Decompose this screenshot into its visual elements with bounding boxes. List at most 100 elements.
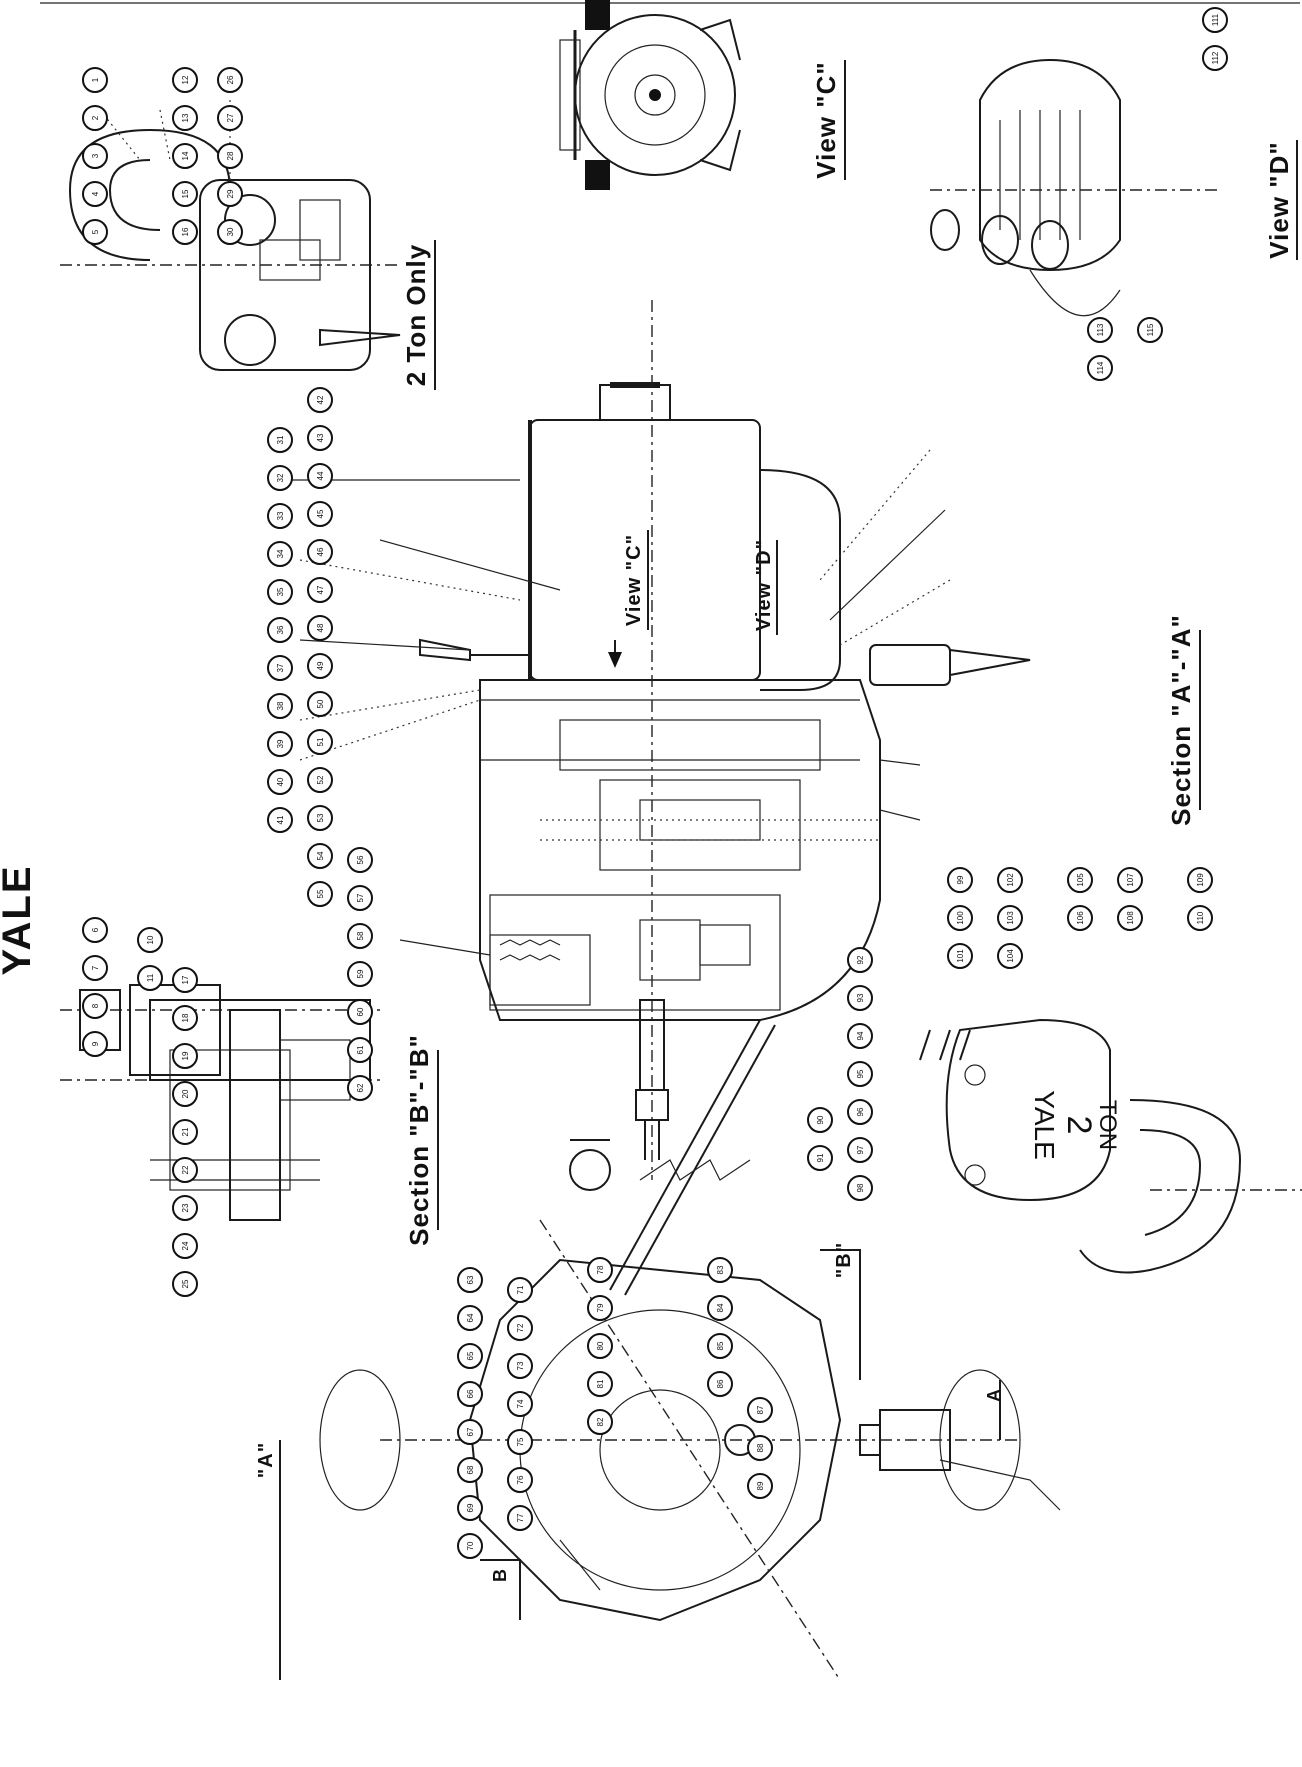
part-callout-number: 82	[596, 1417, 605, 1426]
part-callout-circle	[507, 1277, 533, 1303]
part-callout: 83	[707, 1257, 733, 1283]
part-callout-number: 94	[856, 1031, 865, 1040]
part-callout-circle	[997, 905, 1023, 931]
part-callout-circle	[587, 1371, 613, 1397]
part-callout: 105	[1067, 867, 1093, 893]
cut-marker-a-right: A	[984, 1388, 1004, 1402]
part-callout-number: 53	[316, 813, 325, 822]
part-callout-circle	[307, 843, 333, 869]
part-callout-circle	[587, 1257, 613, 1283]
part-callout-number: 42	[316, 395, 325, 404]
part-callout-number: 39	[276, 739, 285, 748]
hook-block-line2: 2	[1060, 1116, 1098, 1135]
section-bb-label: Section "B"-"B"	[404, 1034, 434, 1246]
part-callout-circle	[457, 1267, 483, 1293]
part-callout-number: 3	[91, 153, 100, 158]
part-callout: 104	[997, 943, 1023, 969]
part-callout-number: 67	[466, 1427, 475, 1436]
part-callout: 55	[307, 881, 333, 907]
part-callout: 47	[307, 577, 333, 603]
part-callout: 37	[267, 655, 293, 681]
part-callout-number: 36	[276, 625, 285, 634]
part-callout-number: 65	[466, 1351, 475, 1360]
part-callout-circle	[1202, 7, 1228, 33]
part-callout-number: 71	[516, 1285, 525, 1294]
part-callout-number: 38	[276, 701, 285, 710]
part-callout-circle	[457, 1343, 483, 1369]
part-callout-number: 55	[316, 889, 325, 898]
part-callout-number: 75	[516, 1437, 525, 1446]
part-callout: 30	[217, 219, 243, 245]
part-callout: 7	[82, 955, 108, 981]
part-callout-number: 63	[466, 1275, 475, 1284]
part-callout: 93	[847, 985, 873, 1011]
part-callout-circle	[507, 1429, 533, 1455]
part-callout-circle	[847, 1175, 873, 1201]
part-callout-circle	[1087, 317, 1113, 343]
part-callout-number: 29	[226, 189, 235, 198]
part-callout: 110	[1187, 905, 1213, 931]
part-callout-circle	[267, 655, 293, 681]
part-callout: 78	[587, 1257, 613, 1283]
part-callout-circle	[347, 923, 373, 949]
part-callout-circle	[507, 1505, 533, 1531]
part-callout-number: 77	[516, 1513, 525, 1522]
part-callout-number: 52	[316, 775, 325, 784]
part-callout-circle	[747, 1435, 773, 1461]
part-callout: 77	[507, 1505, 533, 1531]
two-ton-only-label: 2 Ton Only	[401, 244, 431, 386]
part-callout-number: 44	[316, 471, 325, 480]
part-callout-circle	[847, 1023, 873, 1049]
part-callout-number: 50	[316, 699, 325, 708]
part-callout: 101	[947, 943, 973, 969]
part-callout: 112	[1202, 45, 1228, 71]
part-callout-number: 41	[276, 815, 285, 824]
part-callout-number: 30	[226, 227, 235, 236]
part-callout-circle	[847, 1137, 873, 1163]
part-callout: 25	[172, 1271, 198, 1297]
section-bb-drawing	[60, 984, 380, 1221]
part-callout-circle	[172, 1271, 198, 1297]
part-callout-number: 61	[356, 1045, 365, 1054]
part-callout-number: 100	[956, 911, 965, 925]
part-callout: 48	[307, 615, 333, 641]
part-callout-number: 17	[181, 975, 190, 984]
part-callout-number: 115	[1146, 323, 1155, 336]
part-callout-number: 66	[466, 1389, 475, 1398]
part-callout-circle	[707, 1295, 733, 1321]
part-callout: 53	[307, 805, 333, 831]
part-callout-number: 32	[276, 473, 285, 482]
view-d-label: View "D"	[1264, 141, 1294, 258]
part-callout-circle	[267, 465, 293, 491]
part-callout: 40	[267, 769, 293, 795]
side-elevation-drawing	[279, 1019, 1061, 1681]
part-callout-circle	[267, 503, 293, 529]
part-callout: 100	[947, 905, 973, 931]
part-callout-circle	[307, 425, 333, 451]
view-c-drawing	[559, 0, 741, 190]
part-callout-circle	[307, 881, 333, 907]
part-callout-circle	[507, 1315, 533, 1341]
part-callout: 15	[172, 181, 198, 207]
part-callout-circle	[82, 917, 108, 943]
part-callout-number: 90	[816, 1115, 825, 1124]
part-callout-number: 47	[316, 585, 325, 594]
part-callout-circle	[307, 653, 333, 679]
part-callout: 11	[137, 965, 163, 991]
part-callout-circle	[457, 1305, 483, 1331]
part-callout-circle	[172, 219, 198, 245]
part-callout: 65	[457, 1343, 483, 1369]
part-callout: 34	[267, 541, 293, 567]
part-callout-number: 98	[856, 1183, 865, 1192]
part-callout-circle	[307, 577, 333, 603]
part-callout: 86	[707, 1371, 733, 1397]
part-callout-number: 27	[226, 113, 235, 122]
section-aa-drawing	[290, 300, 1031, 1191]
part-callout-circle	[172, 1043, 198, 1069]
part-callout-number: 103	[1006, 911, 1015, 925]
part-callout: 1	[82, 67, 108, 93]
part-callout: 111	[1202, 7, 1228, 33]
view-d-drawing	[930, 58, 1220, 317]
part-callout-number: 60	[356, 1007, 365, 1016]
part-callout-circle	[267, 427, 293, 453]
